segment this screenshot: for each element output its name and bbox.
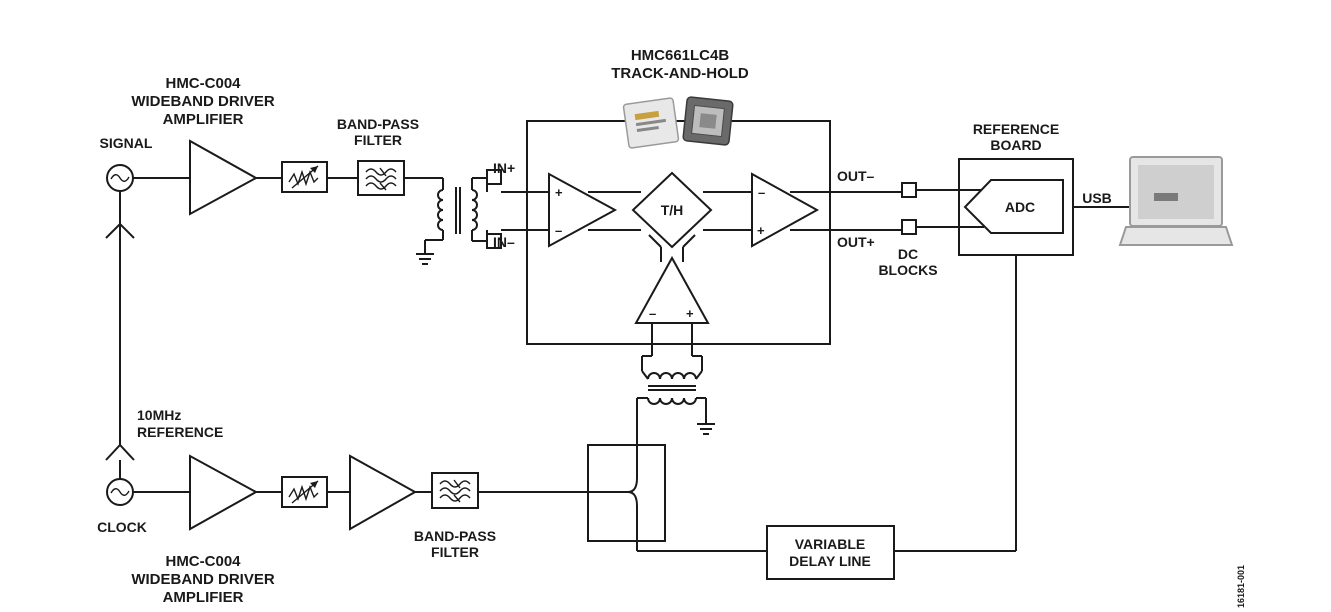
usb-label: USB xyxy=(1082,190,1112,206)
clock-amp-label-1: HMC-C004 xyxy=(165,553,241,570)
out-minus-label: OUT– xyxy=(837,168,875,184)
chip-function-label: TRACK-AND-HOLD xyxy=(611,65,749,82)
input-buffer-amplifier xyxy=(548,172,618,248)
input-transformer-icon xyxy=(416,177,487,265)
clock-second-amplifier xyxy=(349,454,418,531)
reference-label-1: 10MHz xyxy=(137,407,181,423)
dc-blocks-label-2: BLOCKS xyxy=(878,262,937,278)
chip-photo-bottom-icon xyxy=(682,96,734,146)
bottom-filter-label-2: FILTER xyxy=(431,544,479,560)
reference-arrow-bottom xyxy=(105,443,135,461)
signal-amp-label-2: WIDEBAND DRIVER xyxy=(131,93,275,110)
track-hold-core xyxy=(631,171,713,249)
signal-amp-label-1: HMC-C004 xyxy=(165,75,241,92)
ref-board-label-2: BOARD xyxy=(990,137,1041,153)
dc-block-bottom xyxy=(901,219,917,235)
chip-photo-top-icon xyxy=(622,97,680,149)
in-minus-label: IN– xyxy=(493,234,515,250)
output-buffer-minus: – xyxy=(758,185,765,200)
clock-transformer-icon xyxy=(636,370,715,465)
delay-line-label-1: VARIABLE xyxy=(795,536,866,552)
bottom-filter-label-1: BAND-PASS xyxy=(414,528,496,544)
signal-attenuator-icon xyxy=(281,161,328,193)
top-bandpass-filter-icon xyxy=(357,160,405,196)
clock-amp-label-3: AMPLIFIER xyxy=(163,589,244,606)
adc-block xyxy=(963,179,1064,234)
clock-amp-label-2: WIDEBAND DRIVER xyxy=(131,571,275,588)
dc-block-top xyxy=(901,182,917,198)
signal-driver-amplifier xyxy=(189,139,259,216)
th-label: T/H xyxy=(661,202,684,218)
clock-attenuator-icon xyxy=(281,476,328,508)
clock-buffer-amplifier xyxy=(634,255,710,324)
input-buffer-minus: – xyxy=(555,223,562,238)
signal-label: SIGNAL xyxy=(100,135,153,151)
delay-line-label-2: DELAY LINE xyxy=(789,553,871,569)
clock-label: CLOCK xyxy=(97,519,147,535)
clock-buffer-minus: – xyxy=(649,306,656,321)
reference-label-2: REFERENCE xyxy=(137,424,223,440)
output-buffer-plus: + xyxy=(757,223,765,238)
clock-buffer-plus: + xyxy=(686,306,694,321)
input-buffer-plus: + xyxy=(555,185,563,200)
signal-amp-label-3: AMPLIFIER xyxy=(163,111,244,128)
out-plus-label: OUT+ xyxy=(837,234,875,250)
dc-blocks-label-1: DC xyxy=(898,246,918,262)
output-buffer-amplifier xyxy=(751,172,820,248)
track-and-hold-chip-outline xyxy=(526,120,831,345)
ref-board-label-1: REFERENCE xyxy=(973,121,1059,137)
bottom-bandpass-filter-icon xyxy=(431,472,479,509)
laptop-icon xyxy=(1118,156,1234,246)
clock-source-icon xyxy=(106,478,134,506)
variable-delay-line xyxy=(766,525,895,580)
top-filter-label-2: FILTER xyxy=(354,132,402,148)
top-filter-label-1: BAND-PASS xyxy=(337,116,419,132)
figure-id: 16181-001 xyxy=(1236,565,1246,608)
chip-part-label: HMC661LC4B xyxy=(631,47,730,64)
in-plus-label: IN+ xyxy=(493,160,515,176)
signal-source-icon xyxy=(106,164,134,192)
adc-label: ADC xyxy=(1005,199,1035,215)
clock-driver-amplifier xyxy=(189,454,259,531)
